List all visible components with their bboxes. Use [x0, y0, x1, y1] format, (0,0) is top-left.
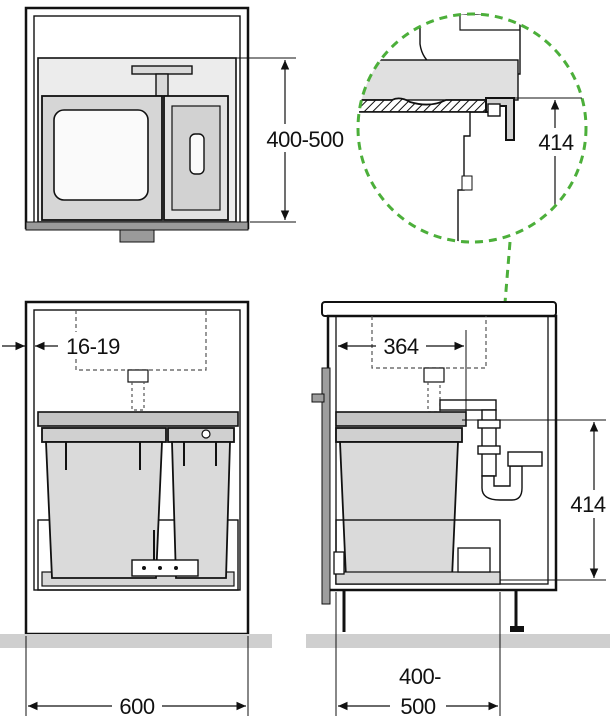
detail-worktop-section [358, 97, 487, 113]
side-width-label-line2: 500 [400, 694, 435, 719]
detail-view: 414 [356, 12, 588, 389]
wall-gap-label: 16-19 [66, 334, 120, 359]
t-handle-stem [155, 73, 169, 97]
front-large-bin-rim [41, 427, 167, 443]
detail-height-label: 414 [538, 130, 573, 155]
side-front-panel [321, 367, 331, 605]
top-height-label: 400-500 [266, 127, 344, 152]
side-bin-rim [335, 427, 463, 443]
detail-circle-outline [356, 12, 588, 244]
side-floor [306, 634, 610, 648]
front-floor [0, 634, 272, 648]
top-small-bin-handle [189, 133, 205, 175]
side-height-label: 414 [570, 492, 605, 517]
side-handle [311, 393, 325, 403]
side-lid-shelf [335, 411, 467, 427]
side-siphon [439, 399, 543, 501]
t-handle-bar [131, 65, 193, 75]
front-bin-bracket [131, 559, 199, 577]
detail-panel [358, 59, 519, 101]
side-depth-label: 364 [383, 334, 418, 359]
front-small-bin-rim [167, 427, 235, 443]
front-width-label: 600 [119, 694, 154, 719]
front-large-bin [45, 441, 163, 579]
front-drain-pipe [127, 369, 149, 383]
side-view: 364 414 400- 500 [306, 301, 610, 719]
side-countertop [321, 301, 557, 317]
side-width-label-line1: 400- [399, 664, 441, 689]
front-small-bin [171, 441, 231, 579]
front-lid-shelf [37, 411, 239, 427]
side-bin [339, 441, 459, 579]
top-base-strip [25, 221, 249, 231]
top-handle-tab [119, 229, 155, 243]
front-view: 16-19 600 [0, 300, 272, 719]
top-view: 400-500 [24, 6, 360, 243]
top-large-bin-opening [53, 109, 149, 201]
